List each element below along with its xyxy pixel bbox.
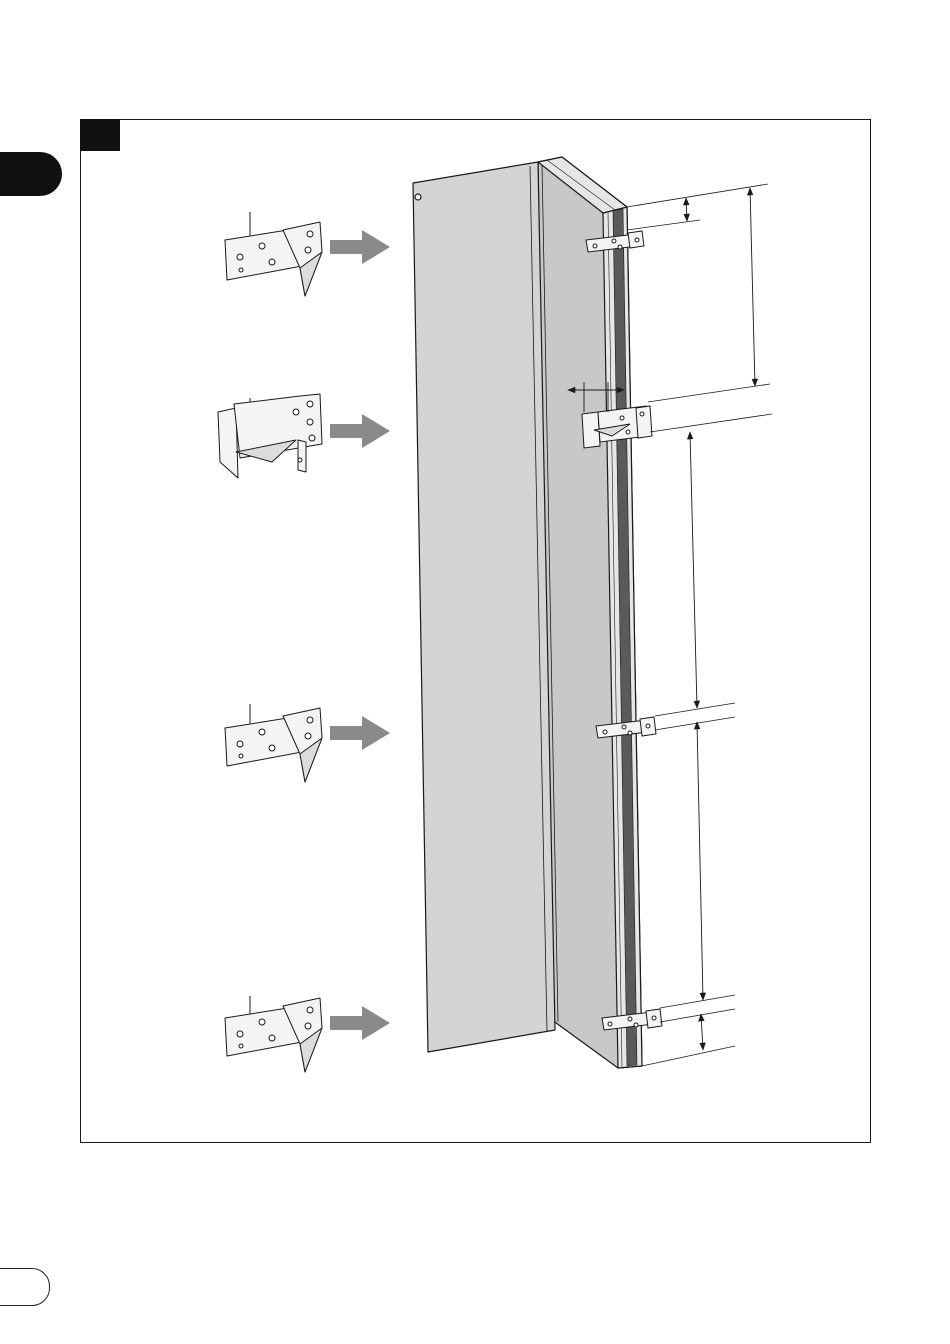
- double-headed-arrow-icon: [690, 432, 697, 708]
- bracket-illustration-2: [218, 394, 322, 478]
- right-arrow-icon: [330, 1006, 390, 1040]
- step-badge: [80, 119, 120, 151]
- cabinet-panel: [413, 157, 642, 1068]
- bracket-illustration-1: [225, 212, 322, 296]
- double-headed-arrow-icon: [750, 188, 755, 386]
- panel-front: [413, 162, 555, 1052]
- right-arrow-icon: [330, 716, 390, 750]
- screw-icon: [415, 194, 421, 200]
- double-headed-arrow-icon: [697, 722, 703, 1000]
- bracket-illustration-4: [225, 996, 322, 1072]
- right-arrow-icon: [330, 414, 390, 448]
- dimension-lines: [627, 184, 772, 1066]
- double-headed-arrow-icon: [701, 1014, 703, 1050]
- double-headed-arrow-icon: [686, 198, 687, 221]
- bracket-illustration-3: [225, 704, 322, 782]
- right-arrow-icon: [330, 230, 390, 264]
